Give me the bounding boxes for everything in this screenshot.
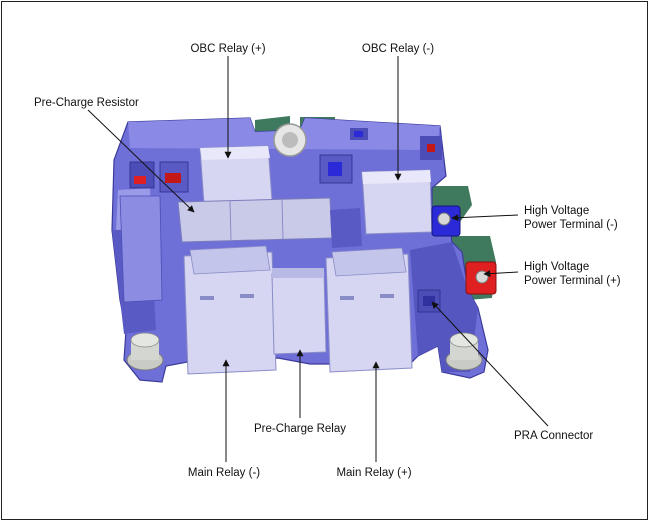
mounting-bushings [126,332,483,371]
leader-pre-charge-resistor [87,109,195,213]
obc-relay-plus-body [199,145,273,205]
label-pre-charge-relay: Pre-Charge Relay [254,423,346,435]
leader-pra-connector [431,301,549,427]
pre-charge-resistor-body [177,197,362,248]
leader-lines [87,56,549,462]
label-hv-terminal-minus-line1: High Voltage [524,205,589,217]
label-hv-terminal-plus-line2: Power Terminal (+) [524,275,621,287]
top-connectors [129,123,442,193]
hv-terminal-minus [431,205,461,237]
label-main-relay-plus: Main Relay (+) [336,467,411,479]
label-hv-terminal-plus-line1: High Voltage [524,261,589,273]
label-obc-relay-minus: OBC Relay (-) [362,43,434,55]
pra-connector-body [417,289,441,313]
label-pra-connector: PRA Connector [514,430,593,442]
hv-terminal-plus [465,261,497,295]
label-obc-relay-plus: OBC Relay (+) [190,43,265,55]
main-relay-plus-body [325,247,413,373]
leader-hv-terminal-plus [483,270,519,278]
leader-hv-terminal-minus [451,214,519,222]
label-main-relay-minus: Main Relay (-) [188,467,260,479]
label-hv-terminal-minus-line2: Power Terminal (-) [524,219,618,231]
pre-charge-relay-body [271,268,327,355]
obc-relay-minus-body [361,169,433,235]
label-pre-charge-resistor: Pre-Charge Resistor [34,97,139,109]
main-relay-minus-body [183,245,277,375]
